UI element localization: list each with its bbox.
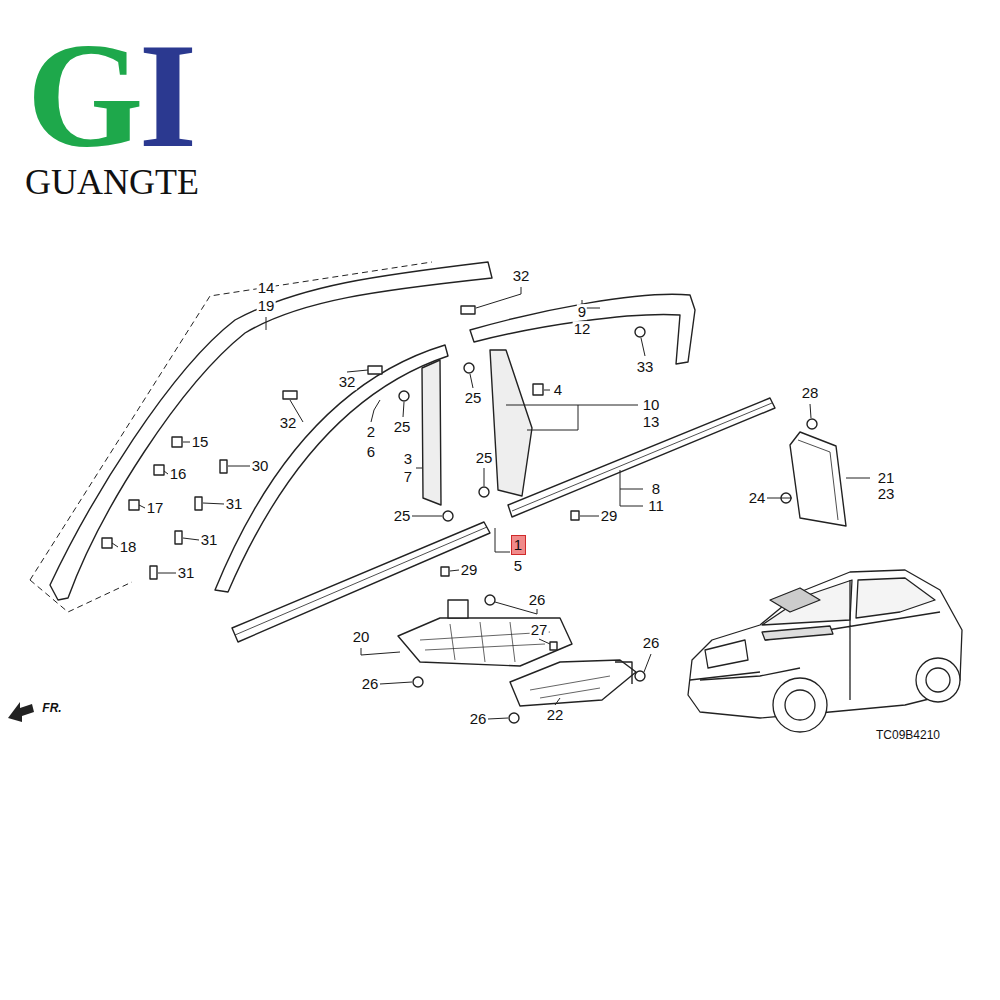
callout-number: 15 <box>191 434 210 450</box>
highlighted-callout: 1 <box>511 535 526 555</box>
callout-number: 31 <box>177 565 196 581</box>
callout-number: 32 <box>338 374 357 390</box>
callout-number: 8 <box>651 481 661 497</box>
bolt <box>413 677 423 687</box>
callout-number: 29 <box>460 562 479 578</box>
callout-number: 5 <box>513 558 523 574</box>
note-text: TC09B4210 <box>875 729 941 742</box>
screw <box>464 363 474 373</box>
callout-number: 17 <box>146 500 165 516</box>
callout-number: 31 <box>200 532 219 548</box>
callout-number: 29 <box>600 508 619 524</box>
callout-number: 25 <box>464 390 483 406</box>
clip <box>807 419 817 429</box>
callout-number: 16 <box>169 466 188 482</box>
bolt <box>485 595 495 605</box>
callout-number: 32 <box>512 268 531 284</box>
callout-number: 2 <box>366 424 376 440</box>
logo-text: G <box>26 20 145 170</box>
callout-number: 9 <box>577 304 587 320</box>
callout-number: 10 <box>642 397 661 413</box>
callout-number: 4 <box>553 382 563 398</box>
logo-text: I <box>138 20 198 170</box>
clip <box>571 511 579 520</box>
callout-number: 23 <box>877 486 896 502</box>
callout-number: 14 <box>257 280 276 296</box>
callout-number: 11 <box>647 498 665 514</box>
logo-text: GUANGTE <box>24 164 200 202</box>
callout-number: 12 <box>573 321 592 337</box>
screw <box>635 327 645 337</box>
sash-molding <box>470 294 695 364</box>
callout-number: 25 <box>393 508 412 524</box>
callout-number: 19 <box>257 298 276 314</box>
bolt <box>635 671 645 681</box>
clip <box>461 306 475 314</box>
callout-number: 26 <box>361 676 380 692</box>
clip <box>283 391 297 399</box>
nut <box>533 384 543 395</box>
beltline-molding <box>508 398 775 517</box>
clip <box>550 642 557 650</box>
callout-number: 31 <box>225 496 244 512</box>
callout-number: 21 <box>877 470 896 486</box>
bolt <box>509 713 519 723</box>
callout-number: 13 <box>642 414 661 430</box>
under-cover <box>398 618 572 666</box>
screw <box>399 391 409 401</box>
callout-number: 24 <box>748 490 767 506</box>
note-text: FR. <box>41 702 62 715</box>
clip <box>220 460 227 473</box>
pillar-garnish <box>422 360 441 505</box>
group-outline <box>30 580 132 612</box>
clip <box>175 531 182 544</box>
clip <box>172 437 182 447</box>
pillar-garnish <box>490 350 532 496</box>
clip <box>441 567 449 576</box>
callout-number: 3 <box>403 451 413 467</box>
callout-number: 30 <box>251 458 270 474</box>
under-cover <box>510 660 636 706</box>
mud-guard <box>790 432 846 526</box>
callout-number: 18 <box>119 539 138 555</box>
callout-number: 20 <box>352 629 371 645</box>
callout-number: 26 <box>642 635 661 651</box>
callout-number: 25 <box>393 419 412 435</box>
callout-number: 22 <box>546 707 565 723</box>
callout-number: 26 <box>528 592 547 608</box>
callout-number: 25 <box>475 450 494 466</box>
clip <box>368 366 382 374</box>
callout-number: 27 <box>530 622 549 638</box>
clip <box>154 465 164 475</box>
screw <box>443 511 453 521</box>
callout-number: 26 <box>469 711 488 727</box>
callout-number: 7 <box>403 469 413 485</box>
screw <box>479 487 489 497</box>
callout-number: 33 <box>636 359 655 375</box>
clip <box>129 500 139 510</box>
callout-number: 1 <box>514 536 522 553</box>
clip <box>150 566 157 579</box>
clip <box>195 497 202 510</box>
bracket <box>448 600 468 618</box>
callout-number: 28 <box>801 385 820 401</box>
callout-number: 6 <box>366 444 376 460</box>
callout-number: 32 <box>279 415 298 431</box>
car-illustration <box>688 570 962 732</box>
clip <box>102 538 112 548</box>
front-arrow <box>8 702 34 722</box>
